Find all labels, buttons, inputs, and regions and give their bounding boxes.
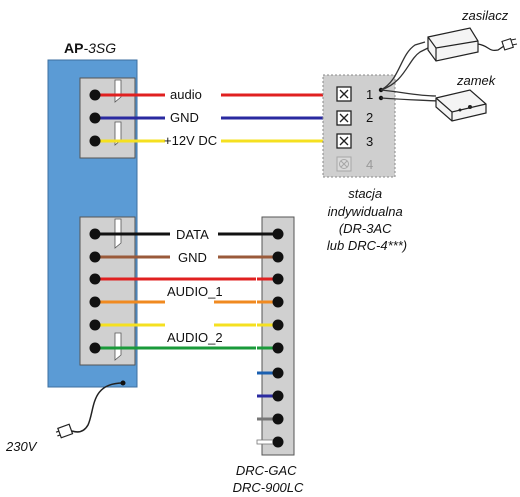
wire-label-audio-2: AUDIO_2 [167,330,223,345]
lower-wires [89,228,278,354]
lower-connector [79,216,136,366]
device-name-bold: AP [64,40,83,56]
mains-cable [55,380,126,439]
svg-text:AP-3SG: AP-3SG [64,40,116,56]
terminal-screw-icon [336,110,352,126]
terminal-number-2: 2 [366,110,373,125]
station-external-wires [378,41,439,102]
station-caption-line-2: indywidualna [328,204,403,219]
lock-icon [435,89,487,122]
mains-label: 230V [5,439,38,454]
lock-label: zamek [456,73,497,88]
terminal-screw-icon [336,86,352,102]
device-title: AP-3SG [64,40,116,56]
station-caption-line-3: (DR-3AC [339,221,392,236]
strip-caption-line-1: DRC-GAC [236,463,297,478]
wire-label-12v: +12V DC [164,133,217,148]
terminal-number-4: 4 [366,157,373,172]
terminal-screw-icon [336,133,352,149]
terminal-screw-icon [336,156,352,172]
wire-label-audio: audio [170,87,202,102]
wire-label-data: DATA [176,227,209,242]
terminal-number-3: 3 [366,134,373,149]
device-name-suffix: -3SG [83,40,116,56]
strip-pins [272,228,284,448]
station-caption: stacja indywidualna (DR-3AC lub DRC-4***… [327,186,407,253]
station-caption-line-1: stacja [348,186,382,201]
wire-label-lower-gnd: GND [178,250,207,265]
station-caption-line-4: lub DRC-4***) [327,238,407,253]
power-supply-label: zasilacz [461,8,509,23]
mains-plug-icon [55,423,74,439]
strip-caption-line-2: DRC-900LC [233,480,304,495]
strip-caption: DRC-GAC DRC-900LC [233,463,304,495]
terminal-number-1: 1 [366,87,373,102]
wire-label-audio-1: AUDIO_1 [167,284,223,299]
station-terminals [336,86,352,172]
wire-label-gnd: GND [170,110,199,125]
station-block [322,74,396,178]
power-supply-icon [427,27,518,62]
